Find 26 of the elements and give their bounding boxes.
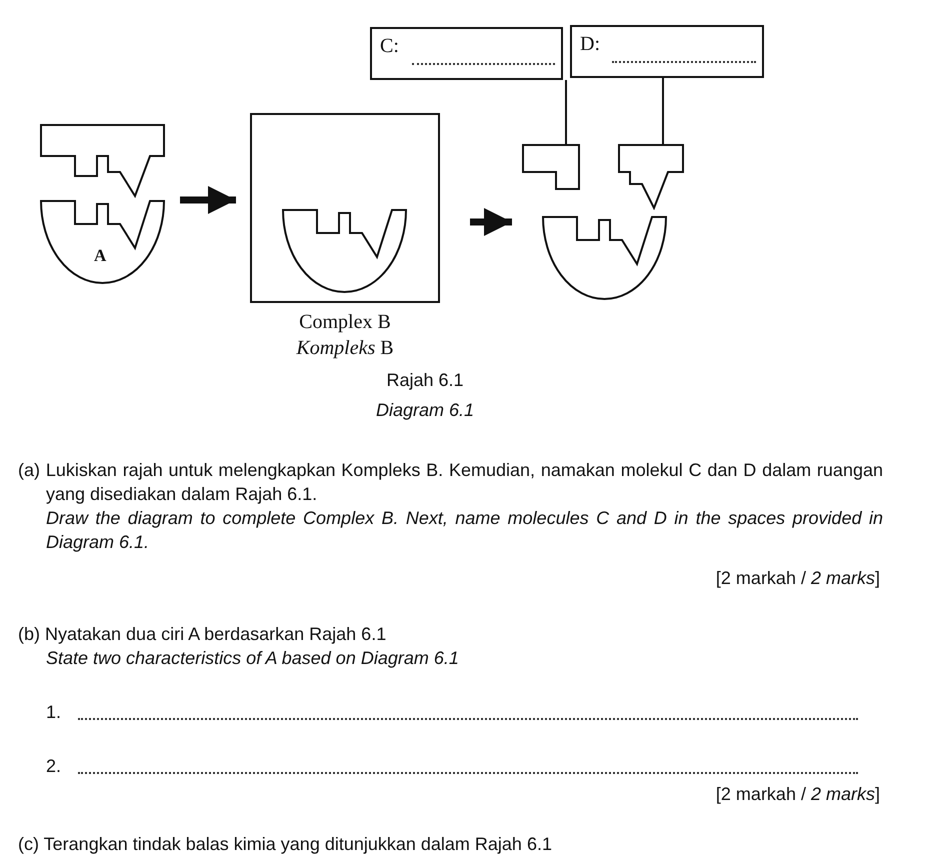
product-drawing — [522, 144, 581, 191]
question-text: (c) Terangkan tindak balas kimia yang ditunjukkan dalam Rajah 6.1 — [18, 833, 553, 856]
answer-box — [570, 25, 764, 78]
marks-text: [2 markah / 2 marks] — [714, 783, 880, 806]
figure-title: Diagram 6.1 — [374, 399, 476, 422]
answer-box — [370, 27, 563, 80]
letter-label: A — [94, 246, 106, 266]
complex-box — [250, 113, 440, 303]
question-text: Draw the diagram to complete Complex B. Next, name molecules C and D in the spaces provided in Diagram 6.1. — [46, 507, 883, 554]
leader-line — [565, 80, 567, 144]
question-text: (b) Nyatakan dua ciri A berdasarkan Rajah 6.1 — [18, 623, 388, 646]
caption-text: Kompleks B — [295, 337, 395, 360]
answer-number: 1. — [46, 701, 62, 724]
marks-text: [2 markah / 2 marks] — [714, 567, 880, 590]
letter-label: C: — [380, 35, 399, 58]
question-text: (a) Lukiskan rajah untuk melengkapkan Kompleks B. Kemudian, namakan molekul C dan D dalam ruangan yang disediakan dalam Rajah 6.1. — [18, 459, 883, 506]
arrow — [470, 208, 512, 236]
arrow — [180, 186, 236, 214]
question-text: State two characteristics of A based on Diagram 6.1 — [46, 647, 460, 670]
answer-number: 2. — [46, 755, 62, 778]
caption-text: Complex B — [298, 311, 392, 334]
substrate-drawing — [40, 124, 166, 198]
leader-line — [662, 78, 664, 144]
product-drawing — [618, 144, 685, 210]
letter-label: D: — [580, 33, 600, 56]
figure-title: Rajah 6.1 — [385, 369, 465, 392]
